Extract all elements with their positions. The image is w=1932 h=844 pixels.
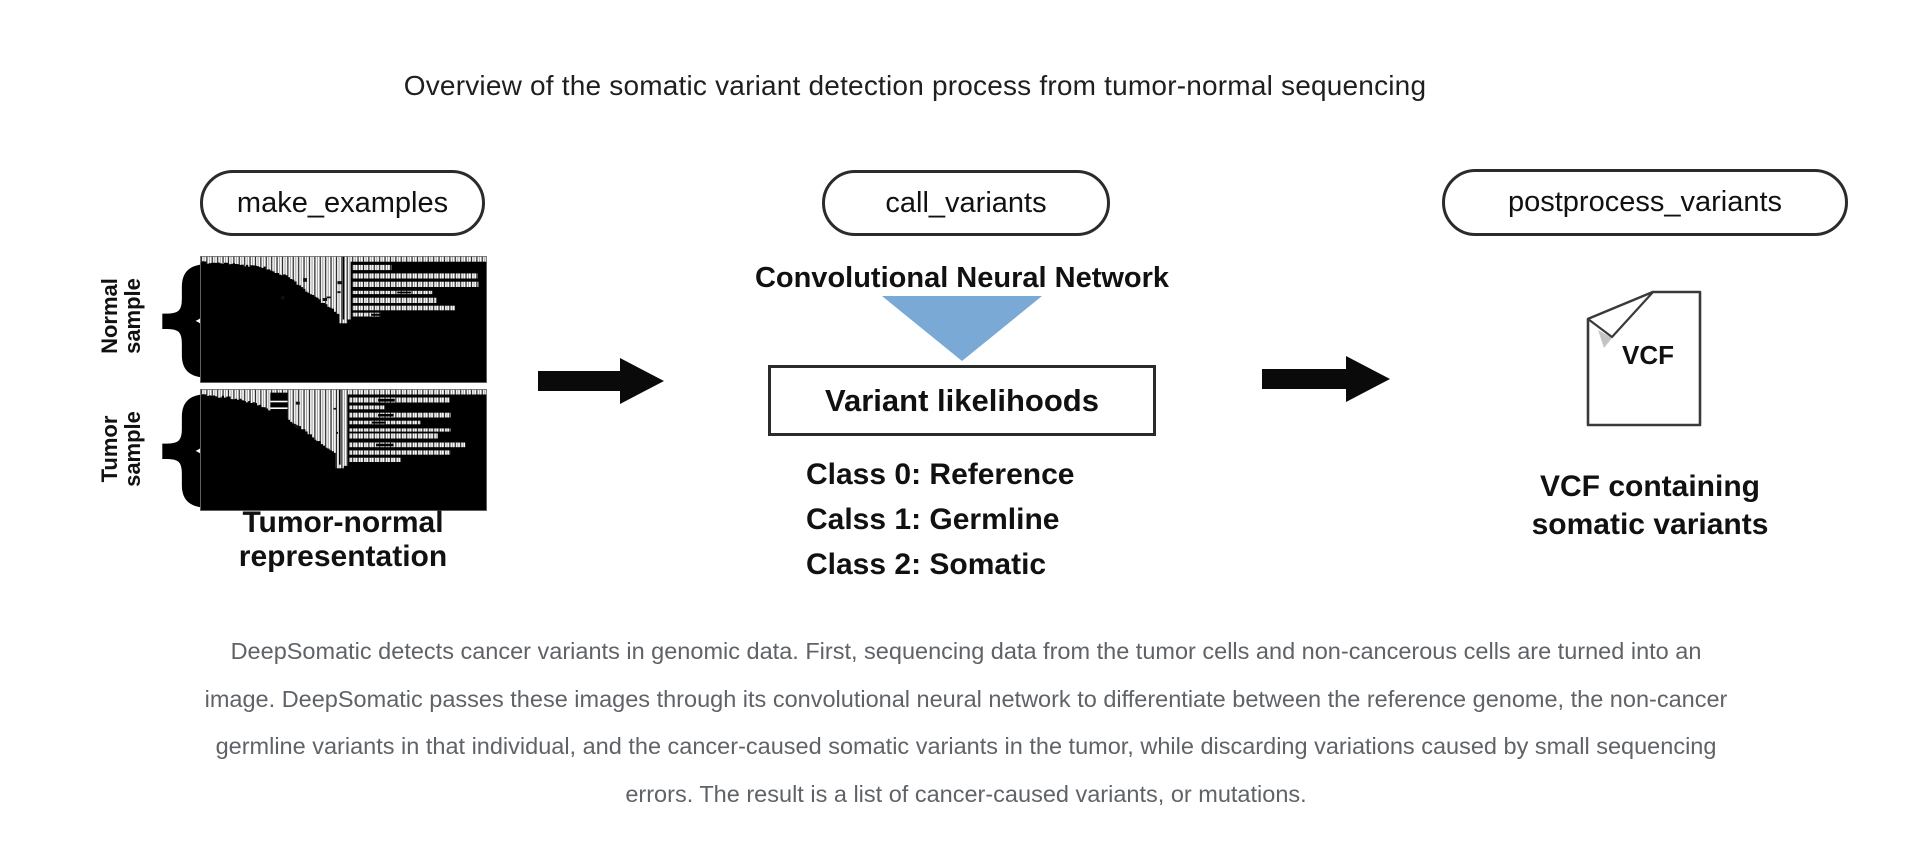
figure-description: DeepSomatic detects cancer variants in g… [16,628,1916,818]
vcf-file-label: VCF [1622,340,1674,370]
description-line-2: image. DeepSomatic passes these images t… [204,685,1728,712]
figure-title: Overview of the somatic variant detectio… [403,70,1427,101]
class-1-germline: Calss 1: Germline [806,503,1060,536]
vcf-caption: VCF containing somatic variants [1531,470,1769,541]
stage-pill-call-variants-label: call_variants [885,186,1047,219]
vcf-file-icon: VCF [1586,290,1702,427]
variant-likelihoods-box: Variant likelihoods [768,365,1156,436]
normal-sample-label: Normal sample [97,278,145,354]
stage-pill-postprocess-variants-label: postprocess_variants [1507,186,1783,218]
cnn-funnel-icon [882,296,1042,361]
description-line-4: errors. The result is a list of cancer-c… [625,780,1307,807]
class-list: Class 0: Reference Calss 1: Germline Cla… [806,452,1074,587]
vcf-fold-shadow [1598,330,1612,348]
vcf-fold-flap [1586,290,1655,339]
normal-sample-pileup-image [200,256,487,383]
variant-likelihoods-label: Variant likelihoods [825,382,1099,418]
tumor-sample-label: Tumor sample [97,411,145,487]
description-line-3: germline variants in that individual, an… [215,733,1717,760]
stage-pill-call-variants: call_variants [822,170,1110,236]
description-line-1: DeepSomatic detects cancer variants in g… [230,638,1702,664]
cnn-heading: Convolutional Neural Network [754,262,1170,294]
stage-pill-make-examples-label: make_examples [236,186,449,219]
flow-arrow-icon-1 [538,358,664,404]
tumor-sample-pileup-image [200,389,487,511]
stage-pill-make-examples: make_examples [200,170,485,236]
class-0-reference: Class 0: Reference [806,458,1075,491]
tumor-normal-representation-caption: Tumor-normal representation [238,506,448,573]
class-2-somatic: Class 2: Somatic [806,548,1047,581]
stage-pill-postprocess-variants: postprocess_variants [1442,169,1848,236]
flow-arrow-icon-2 [1262,356,1390,402]
